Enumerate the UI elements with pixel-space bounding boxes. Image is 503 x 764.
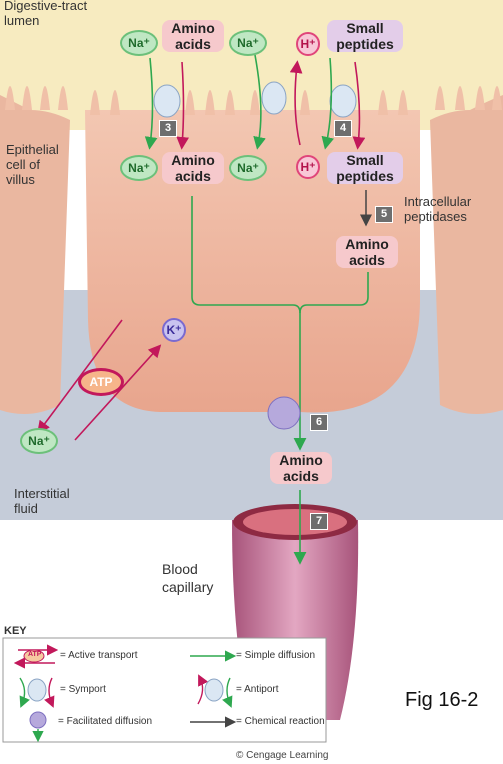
na-ion-cell-1: Na⁺ <box>120 155 158 181</box>
atp-pump: ATP <box>78 368 124 396</box>
capillary-label: Blood capillary <box>162 561 214 595</box>
symport-protein-3 <box>153 84 181 118</box>
na-ion-lumen-1: Na⁺ <box>120 30 158 56</box>
key-antiport: = Antiport <box>236 684 279 695</box>
key-facilitated-diffusion: = Facilitated diffusion <box>58 716 153 727</box>
symport-protein-na <box>261 81 287 115</box>
key-atp-icon <box>23 649 45 663</box>
facilitated-carrier <box>267 396 301 430</box>
antiport-protein-4 <box>329 84 357 118</box>
step-5: 5 <box>375 206 393 223</box>
amino-acids-cell: Amino acids <box>162 152 224 184</box>
epithelial-label: Epithelial cell of villus <box>6 142 59 187</box>
key-atp-text: ATP <box>28 651 42 658</box>
copyright: © Cengage Learning <box>236 750 329 761</box>
key-chemical-reaction: = Chemical reaction <box>236 716 325 727</box>
k-ion: K⁺ <box>162 318 186 342</box>
key-symport: = Symport <box>60 684 106 695</box>
amino-acids-peptidase: Amino acids <box>336 236 398 268</box>
step-4: 4 <box>334 120 352 137</box>
intracellular-label: Intracellular peptidases <box>404 194 472 224</box>
figure-label: Fig 16-2 <box>405 689 479 711</box>
na-ion-cell-2: Na⁺ <box>229 155 267 181</box>
key-title: KEY <box>4 625 27 637</box>
interstitial-label: Interstitial fluid <box>14 486 70 516</box>
key-active-transport: = Active transport <box>60 650 138 661</box>
small-peptides-cell: Small peptides <box>327 152 403 184</box>
h-ion-lumen: H⁺ <box>296 32 320 56</box>
step-3: 3 <box>159 120 177 137</box>
step-6: 6 <box>310 414 328 431</box>
na-ion-interstitial: Na⁺ <box>20 428 58 454</box>
na-ion-lumen-2: Na⁺ <box>229 30 267 56</box>
amino-acids-lumen: Amino acids <box>162 20 224 52</box>
h-ion-cell: H⁺ <box>296 155 320 179</box>
small-peptides-lumen: Small peptides <box>327 20 403 52</box>
amino-acids-interstitial: Amino acids <box>270 452 332 484</box>
lumen-label: Digestive-tract lumen <box>4 0 88 28</box>
step-7: 7 <box>310 513 328 530</box>
key-simple-diffusion: = Simple diffusion <box>236 650 316 661</box>
